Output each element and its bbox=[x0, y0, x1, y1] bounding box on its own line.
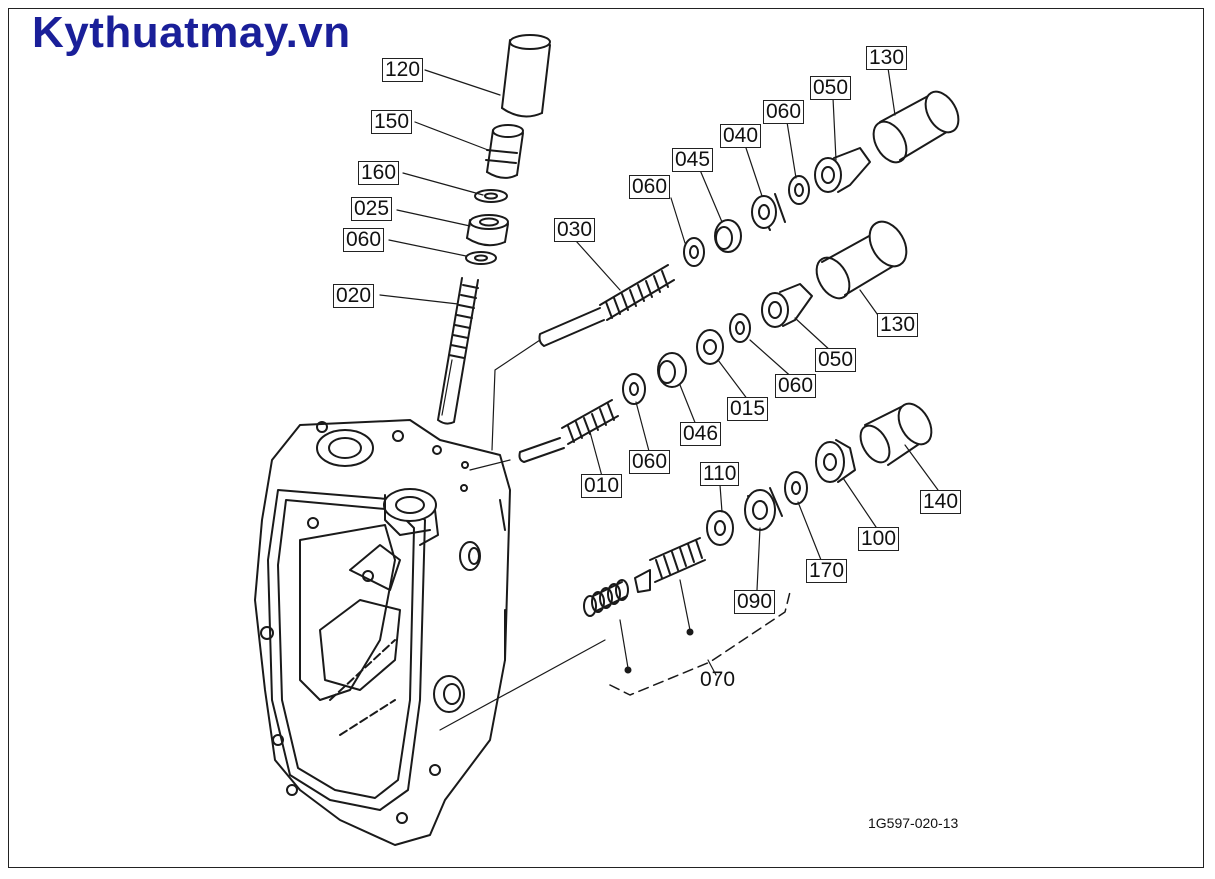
callout-060-row2b: 060 bbox=[629, 450, 671, 474]
callout-170: 170 bbox=[806, 559, 848, 583]
row-030-parts bbox=[538, 90, 960, 347]
valve-housing bbox=[254, 419, 511, 846]
callout-025: 025 bbox=[351, 197, 393, 221]
callout-110: 110 bbox=[700, 462, 740, 486]
callout-100: 100 bbox=[858, 527, 900, 551]
callout-015: 015 bbox=[727, 397, 769, 421]
callout-060-top: 060 bbox=[343, 228, 385, 252]
callout-040: 040 bbox=[720, 124, 762, 148]
callout-070: 070 bbox=[700, 668, 736, 691]
callout-060-row1b: 060 bbox=[763, 100, 805, 124]
callout-060-row1: 060 bbox=[629, 175, 671, 199]
row-070-parts bbox=[583, 402, 933, 696]
callout-045: 045 bbox=[672, 148, 714, 172]
callout-010: 010 bbox=[581, 474, 623, 498]
callout-140: 140 bbox=[920, 490, 962, 514]
callout-150: 150 bbox=[371, 110, 413, 134]
callout-130-row1: 130 bbox=[866, 46, 908, 70]
alignment-lines bbox=[439, 339, 606, 731]
drawing-code: 1G597-020-13 bbox=[868, 815, 959, 831]
callout-leaders bbox=[379, 67, 939, 676]
callout-160: 160 bbox=[358, 161, 400, 185]
callout-130-row2: 130 bbox=[877, 313, 919, 337]
callout-020: 020 bbox=[333, 284, 375, 308]
top-stack-parts bbox=[437, 34, 551, 425]
callout-050-row1: 050 bbox=[810, 76, 852, 100]
callout-050-row2: 050 bbox=[815, 348, 857, 372]
diagram-frame bbox=[8, 8, 1204, 868]
row-010-parts bbox=[518, 220, 908, 463]
callout-030: 030 bbox=[554, 218, 596, 242]
callout-120: 120 bbox=[382, 58, 424, 82]
callout-090: 090 bbox=[734, 590, 776, 614]
callout-046: 046 bbox=[680, 422, 722, 446]
brand-watermark: Kythuatmay.vn bbox=[32, 8, 351, 57]
callout-060-row2: 060 bbox=[775, 374, 817, 398]
